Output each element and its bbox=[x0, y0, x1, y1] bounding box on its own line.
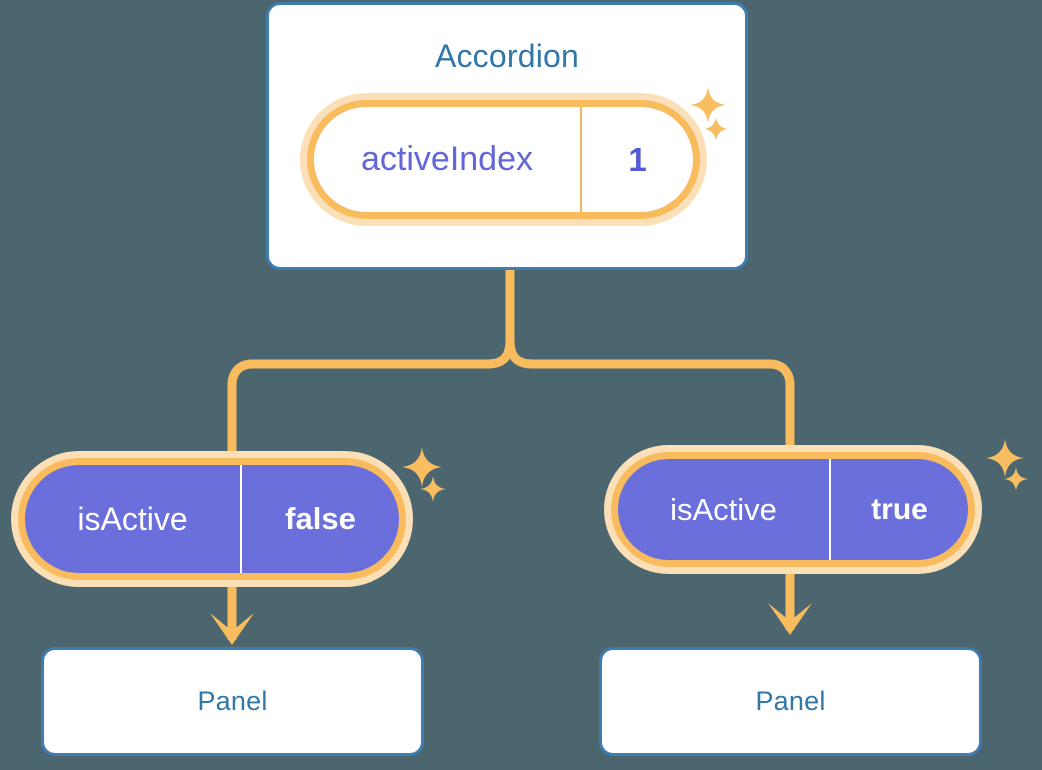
sparkle-four-point-large-icon bbox=[984, 437, 1026, 479]
connector-branch-right bbox=[505, 339, 795, 452]
state-badge-key: activeIndex bbox=[314, 107, 582, 212]
state-badge-key: isActive bbox=[25, 465, 242, 573]
connector-branch-left bbox=[227, 339, 515, 458]
state-badge-value: true bbox=[871, 492, 928, 526]
state-badge-is-active-false[interactable]: isActive false bbox=[18, 458, 406, 580]
sparkle-four-point-small-icon bbox=[418, 474, 448, 504]
state-badge-is-active-true[interactable]: isActive true bbox=[611, 452, 975, 567]
state-badge-active-index[interactable]: activeIndex 1 bbox=[307, 100, 700, 219]
state-badge-value: 1 bbox=[628, 140, 647, 178]
sparkle-four-point-large-icon bbox=[400, 445, 444, 489]
panel-title: Panel bbox=[197, 686, 268, 716]
component-card-panel-right[interactable]: Panel bbox=[599, 647, 982, 756]
panel-title: Panel bbox=[755, 686, 826, 716]
sparkle-four-point-small-icon bbox=[1002, 465, 1030, 493]
component-card-panel-left[interactable]: Panel bbox=[41, 647, 424, 756]
state-badge-key: isActive bbox=[618, 459, 831, 560]
arrow-down-icon-right bbox=[768, 603, 812, 635]
page-title: Accordion bbox=[434, 38, 580, 74]
state-badge-value: false bbox=[285, 501, 356, 536]
arrow-down-icon-left bbox=[210, 613, 254, 645]
